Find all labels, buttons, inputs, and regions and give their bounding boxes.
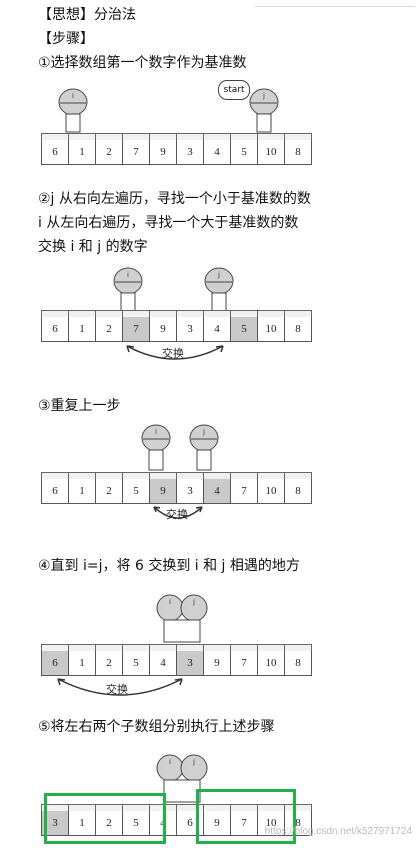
swap-arrow-icon	[126, 345, 224, 360]
array-cell: 4	[149, 644, 177, 676]
array-cell: 3	[176, 133, 204, 165]
step1-array: 6 1 2 7 9 3 4 5 10 8	[41, 133, 312, 165]
array-cell-highlighted: 4	[203, 472, 231, 504]
array-cell: 7	[122, 133, 150, 165]
array-cell: 10	[257, 644, 285, 676]
steps-heading: 【步骤】	[38, 31, 94, 47]
array-cell: 8	[284, 133, 312, 165]
array-cell: 5	[122, 644, 150, 676]
swap-label: 交换	[166, 508, 188, 521]
array-cell: 1	[68, 644, 96, 676]
array-cell: 2	[95, 310, 123, 342]
step2-line3: 交换 i 和 j 的数字	[38, 239, 148, 255]
start-speech-bubble: start	[218, 80, 250, 100]
array-cell: 6	[41, 472, 69, 504]
array-cell-highlighted: 5	[230, 310, 258, 342]
array-cell: 10	[257, 804, 285, 836]
array-cell: 9	[203, 804, 231, 836]
array-cell: 7	[230, 804, 258, 836]
array-cell: 9	[203, 644, 231, 676]
step2-array: 6 1 2 7 9 3 4 5 10 8	[41, 310, 312, 342]
right-subarray-bracket	[196, 789, 296, 844]
svg-text:j: j	[192, 758, 195, 766]
watermark: https://blog.csdn.net/k527971724	[264, 826, 412, 837]
step3-text: ③重复上一步	[38, 398, 121, 414]
figure-ij-meeting-icon: i j	[156, 754, 208, 803]
top-divider	[255, 6, 415, 7]
swap-label: 交换	[162, 347, 184, 360]
step2-line2: i 从左向右遍历，寻找一个大于基准数的数	[38, 215, 299, 231]
array-cell: 8	[284, 310, 312, 342]
svg-text:j: j	[192, 598, 195, 606]
array-cell: 10	[257, 133, 285, 165]
step5-text: ⑤将左右两个子数组分别执行上述步骤	[38, 719, 275, 735]
array-cell: 2	[95, 644, 123, 676]
svg-text:j: j	[217, 271, 220, 279]
svg-text:i: i	[169, 598, 171, 606]
array-cell: 10	[257, 472, 285, 504]
svg-text:i: i	[155, 428, 157, 436]
array-cell: 2	[95, 133, 123, 165]
array-cell: 4	[203, 133, 231, 165]
array-cell: 2	[95, 472, 123, 504]
svg-text:i: i	[169, 758, 171, 766]
swap-arrow-icon	[153, 506, 203, 519]
figure-j-icon: j	[249, 88, 279, 133]
array-cell: 5	[122, 804, 150, 836]
step1-text: ①选择数组第一个数字作为基准数	[38, 55, 247, 71]
figure-i-icon: i	[113, 267, 143, 314]
svg-text:j: j	[202, 428, 205, 436]
array-cell-highlighted: 7	[122, 310, 150, 342]
array-cell: 4	[203, 310, 231, 342]
array-cell: 10	[257, 310, 285, 342]
step2-line1: ②j 从右向左遍历，寻找一个小于基准数的数	[38, 191, 311, 207]
array-cell: 8	[284, 472, 312, 504]
step4-text: ④直到 i=j，将 6 交换到 i 和 j 相遇的地方	[38, 558, 300, 574]
array-cell: 9	[149, 133, 177, 165]
array-cell: 1	[68, 804, 96, 836]
array-cell: 7	[230, 644, 258, 676]
array-cell: 6	[176, 804, 204, 836]
figure-ij-meeting-icon: i j	[156, 594, 208, 643]
svg-text:j: j	[262, 92, 265, 100]
array-cell-highlighted: 9	[149, 472, 177, 504]
array-cell: 8	[284, 644, 312, 676]
array-cell-highlighted: 3	[176, 644, 204, 676]
array-cell: 3	[176, 472, 204, 504]
array-cell: 5	[122, 472, 150, 504]
left-subarray-bracket	[44, 793, 166, 844]
array-cell: 1	[68, 133, 96, 165]
figure-i-icon: i	[58, 88, 88, 133]
array-cell: 9	[149, 310, 177, 342]
array-cell: 3	[176, 310, 204, 342]
array-cell: 1	[68, 310, 96, 342]
array-cell: 1	[68, 472, 96, 504]
title-heading: 【思想】分治法	[38, 7, 136, 23]
step3-array: 6 1 2 5 9 3 4 7 10 8	[41, 472, 312, 504]
svg-text:i: i	[72, 92, 74, 100]
array-cell: 6	[41, 133, 69, 165]
array-cell: 8	[284, 804, 312, 836]
array-cell: 7	[230, 472, 258, 504]
array-cell-highlighted: 6	[41, 644, 69, 676]
svg-text:i: i	[127, 271, 129, 279]
swap-label: 交换	[106, 683, 128, 696]
figure-j-icon: j	[189, 424, 219, 471]
step4-array: 6 1 2 5 4 3 9 7 10 8	[41, 644, 312, 676]
figure-i-icon: i	[141, 424, 171, 471]
swap-arrow-icon	[57, 678, 183, 696]
figure-j-icon: j	[204, 267, 234, 314]
array-cell: 5	[230, 133, 258, 165]
array-cell: 6	[41, 310, 69, 342]
